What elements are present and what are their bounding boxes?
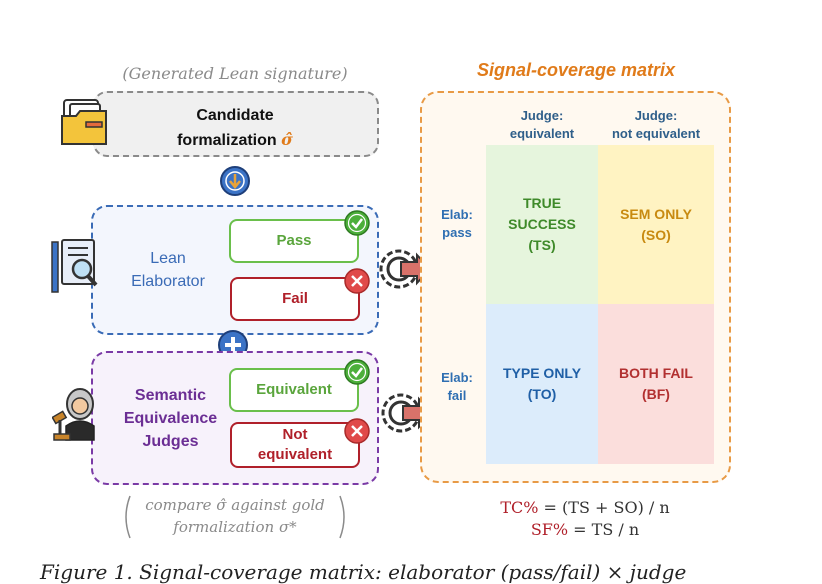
compare-line2: formalization σ* [173, 518, 297, 536]
ts-line2: SUCCESS [508, 216, 576, 232]
so-line1: SEM ONLY [620, 205, 692, 222]
bf-line1: BOTH FAIL [619, 365, 693, 381]
check-icon [344, 359, 370, 385]
column-header-equivalent: Judge: equivalent [486, 107, 598, 143]
col-notequiv-line1: Judge: [634, 108, 678, 123]
row-fail-line2: fail [447, 388, 467, 403]
so-line2: (SO) [641, 226, 671, 243]
gear-arrow-icon [381, 393, 434, 433]
candidate-line2: formalization [177, 132, 277, 149]
compare-text: compare σ̂ against gold formalization σ* [130, 494, 340, 538]
cell-both-fail: BOTH FAIL (BF) [598, 304, 714, 464]
ts-line3: (TS) [528, 237, 556, 253]
document-magnifier-icon [51, 239, 98, 293]
candidate-label: Candidate formalization σ̂ [150, 104, 320, 153]
judges-line3: Judges [142, 433, 199, 450]
judges-label: Semantic Equivalence Judges [108, 384, 233, 453]
row-header-pass: Elab: pass [432, 206, 482, 242]
col-notequiv-line2: not equivalent [611, 126, 701, 141]
cell-true-success: TRUE SUCCESS (TS) [486, 145, 598, 304]
tc-label: TC% [500, 498, 539, 517]
to-line2: (TO) [527, 386, 557, 402]
candidate-line1: Candidate [196, 107, 274, 124]
sf-label: SF% [530, 520, 569, 539]
compare-parentheses [125, 495, 345, 539]
down-arrow-icon [220, 166, 250, 196]
row-pass-line2: pass [442, 225, 472, 240]
judges-line1: Semantic [134, 387, 207, 404]
row-pass-line1: Elab: [441, 207, 473, 222]
lean-line1: Lean [150, 250, 186, 267]
cross-icon [344, 418, 370, 444]
sf-expression: = TS / n [568, 520, 640, 539]
judge-icon [52, 388, 95, 441]
check-icon [344, 210, 370, 236]
row-header-fail: Elab: fail [432, 369, 482, 405]
compare-line1: compare σ̂ against gold [145, 496, 325, 514]
judges-line2: Equivalence [123, 410, 218, 427]
not-equiv-line1: Not [282, 426, 308, 443]
col-equiv-line2: equivalent [509, 126, 575, 141]
row-fail-line1: Elab: [441, 370, 473, 385]
pass-outcome: Pass [229, 219, 359, 263]
sigma-hat-symbol: σ̂ [281, 130, 293, 149]
to-line1: TYPE ONLY [502, 365, 582, 381]
matrix-title: Signal-coverage matrix [476, 60, 676, 80]
tc-expression: = (TS + SO) / n [538, 498, 670, 517]
gear-arrow-icon [379, 249, 432, 289]
lean-elaborator-label: Lean Elaborator [108, 247, 228, 293]
col-equiv-line1: Judge: [520, 108, 564, 123]
generated-signature-label: (Generated Lean signature) [122, 64, 348, 83]
bf-line2: (BF) [641, 386, 670, 402]
candidate-box [93, 91, 379, 157]
ts-line1: TRUE [522, 195, 562, 211]
not-equiv-line2: equivalent [257, 446, 333, 463]
fail-outcome: Fail [230, 277, 360, 321]
sf-formula: SF% = TS / n [470, 520, 700, 539]
folder-icon [61, 99, 107, 145]
tc-formula: TC% = (TS + SO) / n [470, 498, 700, 517]
cell-sem-only: SEM ONLY (SO) [598, 145, 714, 304]
figure-caption: Figure 1. Signal-coverage matrix: elabor… [40, 560, 687, 584]
not-equivalent-outcome: Not equivalent [230, 422, 360, 468]
equivalent-outcome: Equivalent [229, 368, 359, 412]
cell-type-only: TYPE ONLY (TO) [486, 304, 598, 464]
cross-icon [344, 268, 370, 294]
lean-line2: Elaborator [131, 273, 205, 290]
column-header-not-equivalent: Judge: not equivalent [598, 107, 714, 143]
